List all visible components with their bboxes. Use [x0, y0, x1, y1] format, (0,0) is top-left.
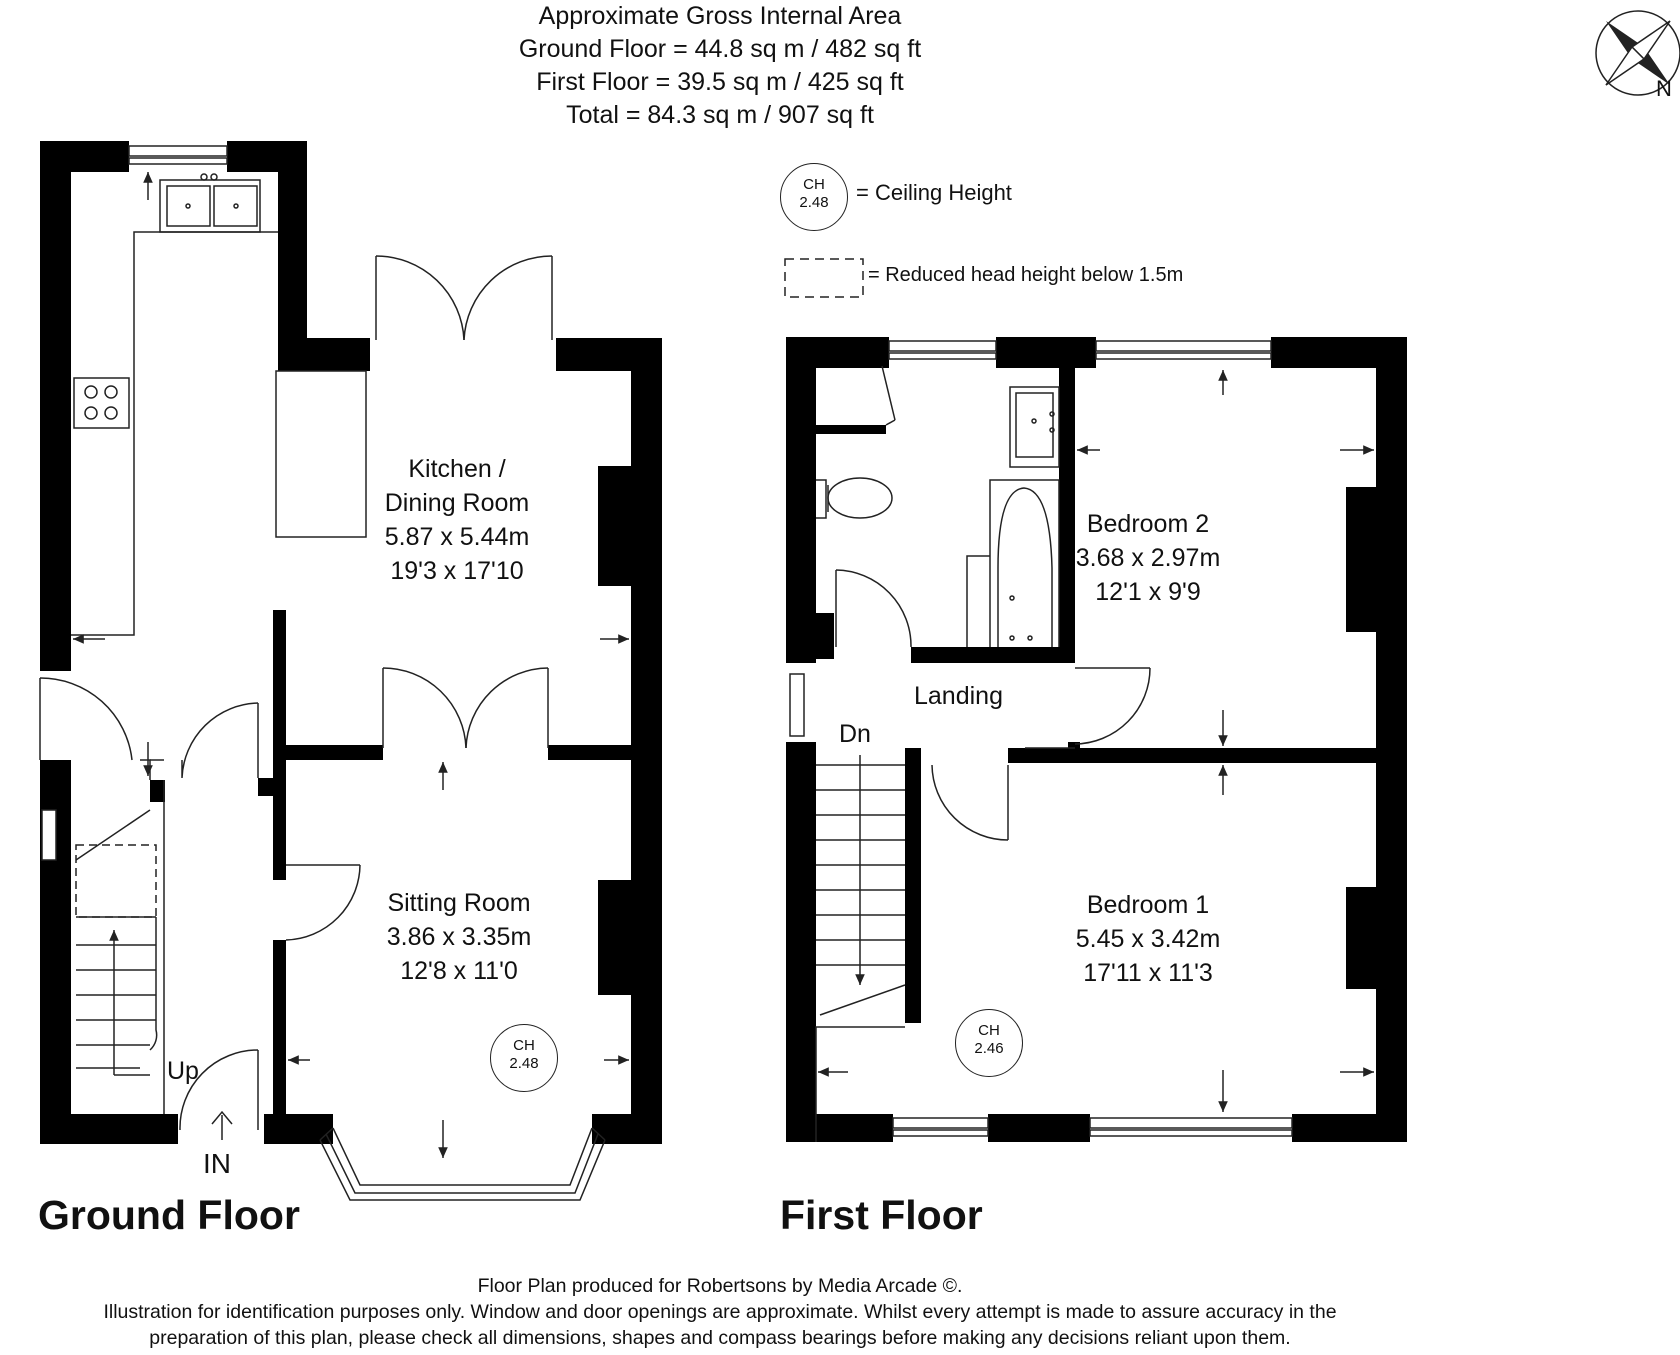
- first-floor-windows: [789, 340, 1293, 1137]
- reduced-height-legend-text: = Reduced head height below 1.5m: [868, 264, 1184, 286]
- bedroom2-name: Bedroom 2: [1086, 510, 1210, 538]
- ceiling-height-legend-label: CH: [803, 176, 825, 193]
- footer-disclaimer-line1: Illustration for identification purposes…: [103, 1301, 1337, 1323]
- sitting-room-ch-value: 2.48: [509, 1055, 539, 1072]
- footer-credit: Floor Plan produced for Robertsons by Me…: [477, 1275, 963, 1297]
- ground-floor-title: Ground Floor: [38, 1192, 300, 1238]
- first-floor-stairs: [816, 755, 905, 985]
- sitting-room-label: Sitting Room 3.86 x 3.35m 12'8 x 11'0: [387, 886, 532, 988]
- bedroom2-metric: 3.68 x 2.97m: [1075, 544, 1221, 572]
- landing-label: Landing: [914, 682, 1003, 710]
- bedroom1-metric: 5.45 x 3.42m: [1075, 925, 1221, 953]
- kitchen-imperial: 19'3 x 17'10: [390, 557, 524, 585]
- area-first: First Floor = 39.5 sq m / 425 sq ft: [536, 68, 904, 96]
- kitchen-name-line1: Kitchen /: [408, 455, 506, 483]
- ceiling-height-legend-text: = Ceiling Height: [856, 180, 1012, 205]
- ground-floor-windows: [41, 145, 228, 861]
- ground-floor-dimension-arrows: [73, 172, 629, 1158]
- area-ground: Ground Floor = 44.8 sq m / 482 sq ft: [518, 35, 922, 63]
- kitchen-french-doors: [375, 255, 553, 749]
- sitting-room-metric: 3.86 x 3.35m: [386, 923, 532, 951]
- ground-floor-stairs: [75, 809, 158, 1076]
- hob: [73, 377, 130, 429]
- ground-floor-plan: [39, 141, 662, 1201]
- ground-floor-doors: [39, 677, 361, 1131]
- bedroom2-label: Bedroom 2 3.68 x 2.97m 12'1 x 9'9: [1076, 507, 1221, 609]
- kitchen-sink: [159, 173, 261, 233]
- first-floor-title: First Floor: [780, 1192, 983, 1238]
- kitchen-name-line2: Dining Room: [384, 489, 530, 517]
- sitting-room-ch-label: CH: [513, 1037, 535, 1054]
- first-floor-dimension-arrows: [818, 370, 1374, 1112]
- bedroom1-ceiling-height-badge: CH 2.46: [955, 1009, 1023, 1077]
- sitting-room-imperial: 12'8 x 11'0: [400, 957, 518, 985]
- kitchen-label: Kitchen / Dining Room 5.87 x 5.44m 19'3 …: [385, 452, 530, 588]
- ceiling-height-legend-badge: CH 2.48: [780, 163, 848, 231]
- area-total: Total = 84.3 sq m / 907 sq ft: [566, 101, 874, 129]
- bathroom-fixtures: [816, 365, 1060, 647]
- first-floor-plan: [786, 337, 1407, 1142]
- bedroom1-name: Bedroom 1: [1086, 891, 1210, 919]
- stairs-down-label: Dn: [839, 720, 871, 748]
- ceiling-height-legend-value: 2.48: [799, 194, 829, 211]
- compass-icon: [1595, 10, 1680, 96]
- bedroom1-ch-label: CH: [978, 1022, 1000, 1039]
- footer-disclaimer-line2: preparation of this plan, please check a…: [149, 1327, 1291, 1349]
- kitchen-metric: 5.87 x 5.44m: [384, 523, 530, 551]
- bedroom1-ch-value: 2.46: [974, 1040, 1004, 1057]
- stairs-up-label: Up: [167, 1057, 199, 1085]
- bedroom2-imperial: 12'1 x 9'9: [1095, 578, 1201, 606]
- compass-north-label: N: [1656, 76, 1672, 101]
- entrance-label: IN: [203, 1148, 231, 1179]
- sitting-room-name: Sitting Room: [387, 889, 531, 917]
- bedroom1-imperial: 17'11 x 11'3: [1083, 959, 1213, 987]
- bedroom1-label: Bedroom 1 5.45 x 3.42m 17'11 x 11'3: [1076, 888, 1221, 990]
- sitting-room-ceiling-height-badge: CH 2.48: [490, 1024, 558, 1092]
- bay-window: [319, 1127, 606, 1201]
- first-floor-walls: [786, 337, 1407, 1142]
- reduced-height-legend-box: [784, 258, 864, 298]
- area-heading: Approximate Gross Internal Area: [538, 2, 902, 30]
- first-floor-doors: [835, 569, 1151, 841]
- first-floor-interior-lines: [815, 747, 1075, 1142]
